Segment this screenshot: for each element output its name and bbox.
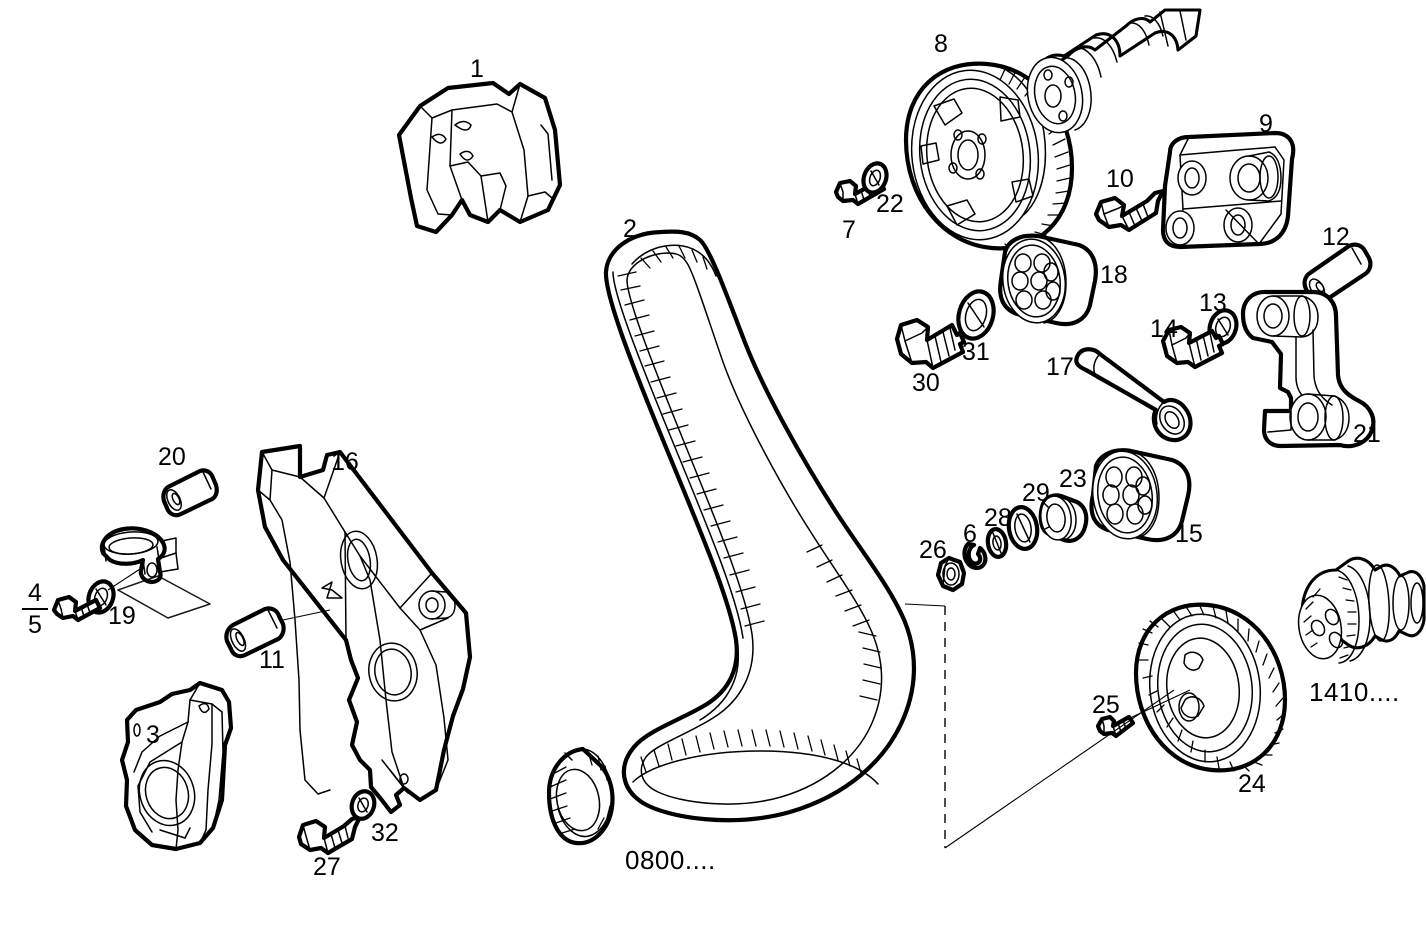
part-20-dowel-sleeve <box>161 468 219 518</box>
callout-14: 14 <box>1150 315 1178 343</box>
callout-4-numerator: 4 <box>28 579 42 607</box>
fraction-bar <box>22 608 48 611</box>
part-camshaft-upper <box>1026 8 1202 134</box>
part-23-spacer-ring <box>1038 493 1089 543</box>
part-8-camshaft-sprocket <box>903 61 1075 251</box>
callout-9: 9 <box>1259 110 1273 138</box>
part-3-support-bracket <box>119 680 234 852</box>
callout-11: 11 <box>259 646 285 674</box>
callout-32: 32 <box>371 819 399 847</box>
callout-30: 30 <box>912 369 940 397</box>
part-1-upper-cover <box>396 80 563 235</box>
callout-3: 3 <box>146 721 160 749</box>
part-18-idler-pulley <box>998 233 1098 327</box>
callout-31: 31 <box>962 338 990 366</box>
part-16-lower-cover <box>255 443 473 815</box>
part-25-stud-bolt <box>1095 714 1136 739</box>
part-15-tensioner-pulley <box>1089 448 1192 543</box>
part-32-sealing-washer <box>349 789 377 821</box>
callout-18: 18 <box>1100 261 1128 289</box>
part-19-clamp-assembly <box>51 526 211 623</box>
callout-29: 29 <box>1022 479 1050 507</box>
reference-code-1410: 1410.... <box>1309 677 1400 707</box>
callout-6: 6 <box>963 520 977 548</box>
callout-17: 17 <box>1046 353 1074 381</box>
part-1410-camshaft-assembly <box>1297 556 1426 664</box>
callout-4-5-fraction: 4 5 <box>22 580 48 639</box>
part-21-tensioner-arm <box>1240 289 1376 449</box>
part-22-washer <box>861 161 889 195</box>
callout-7: 7 <box>842 216 856 244</box>
part-2-timing-belt <box>603 229 917 823</box>
callout-21: 21 <box>1353 420 1381 448</box>
callout-19: 19 <box>108 602 136 630</box>
part-14-flange-bolt <box>1160 324 1226 370</box>
callout-8: 8 <box>934 30 948 58</box>
callout-27: 27 <box>313 853 341 881</box>
part-17-shoulder-bolt <box>1074 347 1193 443</box>
part-30-hex-flange-bolt <box>894 317 967 371</box>
part-26-hex-nut <box>935 555 967 593</box>
callout-25: 25 <box>1092 691 1120 719</box>
callout-15: 15 <box>1175 520 1203 548</box>
part-28-flat-washer <box>985 527 1009 559</box>
part-29-shim-washer <box>1006 505 1040 551</box>
part-24-crankshaft-sprocket <box>1133 602 1288 773</box>
callout-10: 10 <box>1106 165 1134 193</box>
callout-12: 12 <box>1322 223 1350 251</box>
part-11-dowel-sleeve <box>224 606 331 659</box>
callout-28: 28 <box>984 504 1012 532</box>
part-9-mounting-bracket <box>1160 130 1296 250</box>
part-6-retaining-clip <box>962 541 988 570</box>
part-31-thrust-washer <box>956 289 996 341</box>
part-0800-crank-sprocket <box>546 746 615 846</box>
section-reference-lines <box>904 603 1191 849</box>
callout-23: 23 <box>1059 465 1087 493</box>
reference-code-0800: 0800.... <box>625 845 716 875</box>
callout-16: 16 <box>331 448 359 476</box>
callout-13: 13 <box>1199 289 1227 317</box>
callout-5-denominator: 5 <box>28 611 42 640</box>
callout-22: 22 <box>876 190 904 218</box>
callout-24: 24 <box>1238 770 1266 798</box>
part-10-flange-bolt <box>1093 188 1166 233</box>
part-27-self-tapping-screw <box>296 814 363 856</box>
callout-26: 26 <box>919 536 947 564</box>
callout-2: 2 <box>623 215 637 243</box>
callout-20: 20 <box>158 443 186 471</box>
callout-1: 1 <box>470 55 484 83</box>
